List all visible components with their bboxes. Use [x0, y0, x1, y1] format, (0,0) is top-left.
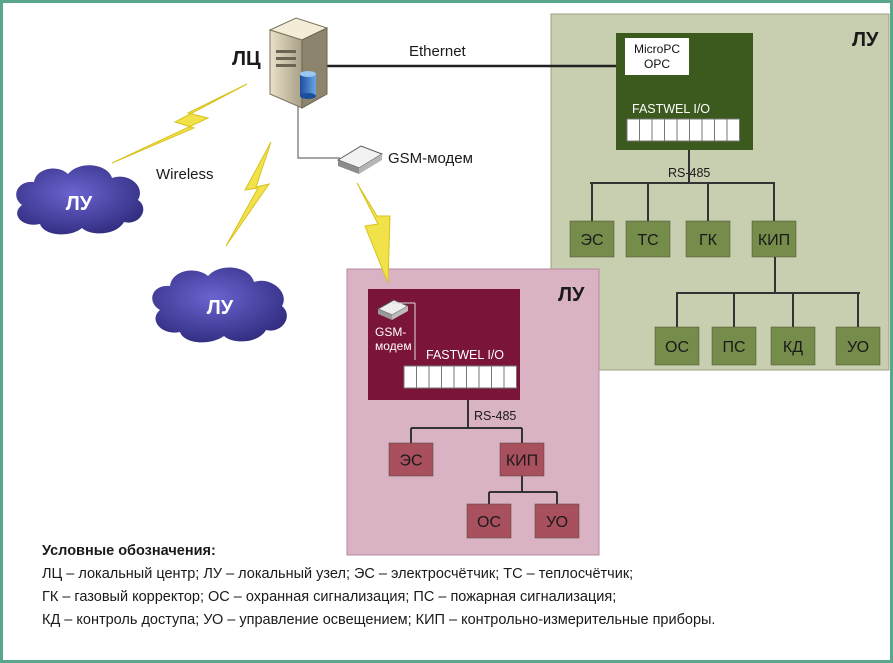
green-controller-cpu — [625, 38, 689, 75]
io-module-strip — [403, 365, 517, 389]
device-box — [388, 442, 434, 477]
legend: Условные обозначения: ЛЦ – локальный цен… — [42, 540, 890, 632]
pink-modem-label-line1: GSM- — [375, 325, 406, 339]
cloud-icon — [152, 267, 287, 343]
device-label: ЭС — [580, 232, 603, 249]
legend-line-2: ГК – газовый корректор; ОС – охранная си… — [42, 589, 617, 605]
lightning-bolt-icon — [356, 182, 391, 284]
device-label: ГК — [699, 232, 718, 249]
device-label: УО — [546, 514, 568, 531]
cloud-icon — [16, 165, 144, 235]
gsm-modem-label: GSM-модем — [388, 150, 473, 167]
device-box — [770, 326, 816, 366]
device-label: ЭС — [399, 453, 422, 470]
device-label: ОС — [477, 514, 501, 531]
legend-line-1: ЛЦ – локальный центр; ЛУ – локальный узе… — [42, 566, 634, 582]
device-label: УО — [847, 339, 869, 356]
wireless-label: Wireless — [156, 166, 214, 183]
device-label: КД — [783, 339, 803, 356]
pink-node-panel: ЛУ GSM- модем FASTWEL I/O RS-485 ЭС КИП О… — [346, 268, 600, 556]
pink-row1-connectors — [410, 428, 523, 443]
green-node-label: ЛУ — [852, 29, 879, 51]
green-row1-devices: ЭС ТС ГК КИП — [569, 220, 797, 258]
pink-row2-devices: ОС УО — [466, 503, 580, 539]
device-box — [751, 220, 797, 258]
device-label: ТС — [637, 232, 658, 249]
green-io-slots — [626, 118, 740, 142]
device-label: КИП — [506, 453, 538, 470]
server-icon — [268, 17, 329, 109]
cloud-label-1: ЛУ — [66, 193, 93, 215]
pink-node-label: ЛУ — [558, 284, 585, 306]
pink-io-slots — [403, 365, 517, 389]
green-controller-io-label: FASTWEL I/O — [632, 102, 710, 116]
lightning-bolt-icon — [111, 83, 248, 164]
gsm-modem-icon — [336, 145, 384, 174]
device-label: КИП — [758, 232, 790, 249]
green-node-panel: ЛУ MicroPC OPC FASTWEL I/O RS-485 ЭСТСГК… — [550, 13, 890, 371]
device-label: ОС — [665, 339, 689, 356]
pink-controller-io-label: FASTWEL I/O — [426, 348, 504, 362]
green-row2-connectors — [676, 293, 859, 327]
green-controller-cpu-line2: OPC — [644, 57, 670, 71]
gsm-link — [297, 100, 340, 159]
ethernet-label: Ethernet — [409, 43, 467, 60]
device-box — [835, 326, 881, 366]
green-row1-connectors — [591, 183, 775, 221]
device-box — [654, 326, 700, 366]
cloud-label-2: ЛУ — [207, 297, 234, 319]
device-box — [685, 220, 731, 258]
device-box — [711, 326, 757, 366]
device-label: ПС — [722, 339, 745, 356]
io-module-strip — [626, 118, 740, 142]
device-box — [569, 220, 615, 258]
pink-bus-label: RS-485 — [474, 409, 516, 423]
device-box — [534, 503, 580, 539]
device-box — [466, 503, 512, 539]
device-box — [625, 220, 671, 258]
legend-line-3: КД – контроль доступа; УО – управление о… — [42, 612, 716, 628]
pink-gsm-modem-icon — [376, 299, 410, 320]
pink-row2-connectors — [488, 492, 558, 504]
green-row2-devices: ОС ПС КД УО — [654, 326, 881, 366]
pink-modem-label-line2: модем — [375, 339, 412, 353]
center-label: ЛЦ — [232, 48, 261, 70]
green-controller-cpu-line1: MicroPC — [634, 42, 680, 56]
legend-title: Условные обозначения: — [42, 543, 216, 559]
lightning-bolt-icon — [225, 141, 272, 247]
